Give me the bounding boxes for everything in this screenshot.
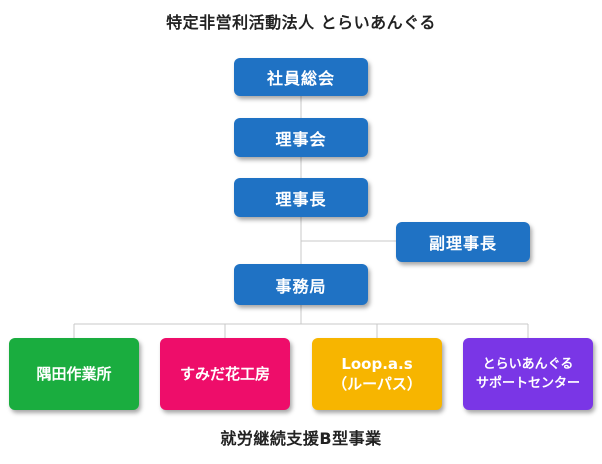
unit-sumida-flower-studio: すみだ花工房 (160, 338, 290, 410)
unit-label-line1: とらいあんぐる (482, 357, 574, 372)
node-board: 理事会 (234, 118, 368, 157)
node-label: 理事会 (275, 129, 327, 149)
node-label: 理事長 (275, 189, 327, 209)
program-label: 就労継続支援B型事業 (220, 429, 382, 448)
node-general-assembly: 社員総会 (234, 58, 368, 96)
node-secretariat: 事務局 (234, 264, 368, 305)
node-label: 社員総会 (266, 69, 335, 88)
unit-label-line2: サポートセンター (475, 376, 580, 391)
node-chair: 理事長 (234, 178, 368, 217)
node-label: 事務局 (275, 276, 327, 296)
unit-sumida-workshop: 隅田作業所 (9, 338, 139, 410)
unit-loop-as: Loop.a.s （ルーパス） (312, 338, 442, 410)
unit-label-line1: Loop.a.s (341, 355, 413, 373)
unit-label: すみだ花工房 (179, 365, 270, 383)
node-vice-chair: 副理事長 (396, 222, 530, 262)
organization-title: 特定非営利活動法人 とらいあんぐる (166, 13, 436, 32)
unit-label-line2: （ルーパス） (332, 375, 422, 393)
unit-label: 隅田作業所 (36, 365, 112, 383)
unit-triangle-support-center: とらいあんぐる サポートセンター (463, 338, 593, 410)
node-label: 副理事長 (428, 234, 497, 253)
